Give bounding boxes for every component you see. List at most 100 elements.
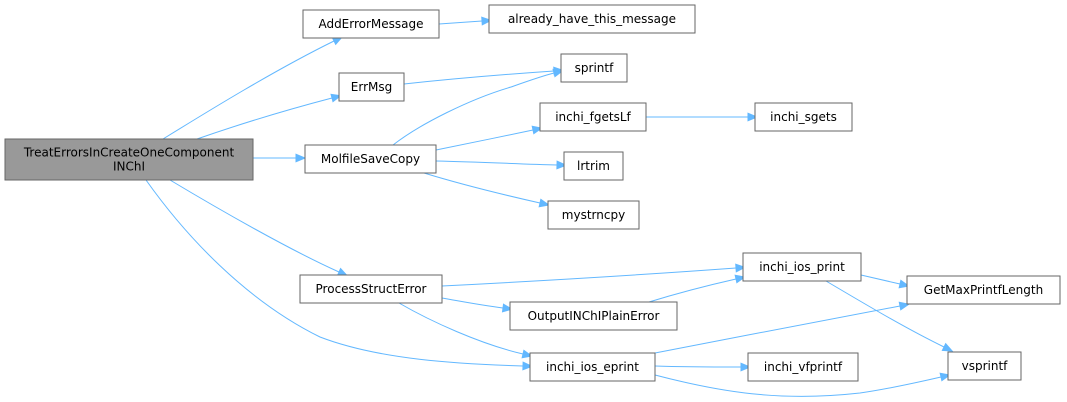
edge-line — [392, 72, 555, 146]
edge-fgets-to-sgets — [646, 112, 759, 122]
node-label: OutputINChIPlainError — [528, 309, 660, 323]
edge-molfile-to-sprintf — [392, 68, 564, 146]
node-box — [529, 352, 656, 382]
node-getmax[interactable]: GetMaxPrintfLength — [906, 275, 1061, 305]
node-molfile[interactable]: MolfileSaveCopy — [304, 144, 437, 174]
arrowhead — [531, 125, 544, 135]
node-label: sprintf — [575, 61, 614, 75]
arrowhead — [735, 263, 747, 273]
node-vfprintf[interactable]: inchi_vfprintf — [747, 352, 859, 382]
edge-root-to-ioseprint — [145, 179, 534, 371]
edge-line — [145, 179, 524, 367]
node-vsprintf[interactable]: vsprintf — [947, 351, 1022, 381]
edge-molfile-to-lrtrim — [435, 160, 568, 170]
arrowhead — [734, 274, 747, 284]
edge-line — [441, 297, 504, 309]
node-box — [488, 4, 696, 34]
node-box — [742, 252, 862, 282]
edge-line — [648, 278, 737, 303]
edge-pse-to-ioseprint — [398, 302, 534, 359]
node-box — [563, 151, 624, 181]
edges-layer — [145, 16, 954, 397]
edge-line — [860, 274, 901, 285]
edge-line — [825, 280, 945, 348]
edge-line — [398, 302, 524, 355]
node-label: MolfileSaveCopy — [321, 152, 420, 166]
node-sprintf[interactable]: sprintf — [560, 53, 628, 83]
edge-root-to-molfile — [253, 153, 307, 163]
edge-iosprint-to-vsprintf — [825, 280, 954, 352]
arrowhead — [330, 93, 342, 103]
edge-pse-to-iosprint — [441, 263, 747, 287]
node-label: INChI — [113, 160, 145, 174]
edge-line — [423, 172, 541, 204]
arrowhead — [481, 16, 493, 26]
arrowhead — [898, 301, 911, 311]
edge-root-to-adderr — [162, 36, 344, 140]
node-ioseprint[interactable]: inchi_ios_eprint — [529, 352, 656, 382]
node-box — [560, 53, 628, 83]
node-pse[interactable]: ProcessStructError — [299, 274, 443, 304]
node-box — [302, 9, 440, 39]
node-box — [304, 144, 437, 174]
edge-molfile-to-mystrn — [423, 172, 551, 208]
node-sgets[interactable]: inchi_sgets — [754, 102, 853, 132]
edge-ioseprint-to-vsprintf — [654, 372, 952, 397]
node-box — [547, 200, 640, 230]
node-label: GetMaxPrintfLength — [924, 283, 1043, 297]
edge-line — [196, 97, 333, 140]
node-box — [906, 275, 1061, 305]
node-label: ProcessStructError — [316, 282, 427, 296]
arrowhead — [740, 362, 752, 372]
node-label: inchi_ios_eprint — [546, 360, 639, 374]
node-label: inchi_sgets — [770, 110, 837, 124]
arrowhead — [295, 153, 307, 163]
node-outplain[interactable]: OutputINChIPlainError — [509, 301, 678, 331]
edge-adderr-to-already — [438, 16, 493, 26]
node-box — [4, 138, 254, 181]
node-box — [754, 102, 853, 132]
node-box — [299, 274, 443, 304]
arrowhead — [556, 160, 568, 170]
arrowhead — [552, 68, 564, 78]
node-adderr[interactable]: AddErrorMessage — [302, 9, 440, 39]
node-label: inchi_ios_print — [759, 260, 845, 274]
node-box — [747, 352, 859, 382]
arrowhead — [521, 349, 534, 359]
arrowhead — [898, 279, 911, 289]
node-mystrn[interactable]: mystrncpy — [547, 200, 640, 230]
node-label: lrtrim — [577, 159, 610, 173]
node-already[interactable]: already_have_this_message — [488, 4, 696, 34]
node-iosprint[interactable]: inchi_ios_print — [742, 252, 862, 282]
edge-root-to-pse — [169, 179, 349, 277]
edge-line — [403, 70, 555, 85]
node-label: already_have_this_message — [508, 12, 676, 26]
edge-line — [162, 40, 335, 140]
arrowhead — [939, 372, 952, 382]
node-fgets[interactable]: inchi_fgetsLf — [539, 102, 647, 132]
node-box — [338, 72, 405, 102]
edge-line — [654, 305, 901, 354]
edge-errmsg-to-sprintf — [403, 66, 565, 85]
node-label: inchi_vfprintf — [764, 360, 843, 374]
edge-line — [441, 267, 737, 287]
edge-line — [654, 365, 742, 368]
node-label: AddErrorMessage — [318, 17, 423, 31]
edge-molfile-to-fgets — [435, 125, 544, 151]
node-label: ErrMsg — [351, 80, 392, 94]
edge-line — [435, 129, 534, 151]
node-box — [509, 301, 678, 331]
edge-pse-to-outplain — [441, 297, 514, 313]
node-label: inchi_fgetsLf — [555, 110, 631, 124]
node-box — [947, 351, 1022, 381]
node-lrtrim[interactable]: lrtrim — [563, 151, 624, 181]
node-label: TreatErrorsInCreateOneComponent — [23, 146, 235, 160]
edge-line — [435, 160, 558, 166]
edge-root-to-errmsg — [196, 93, 342, 140]
arrowhead — [522, 361, 534, 371]
arrowhead — [538, 198, 551, 208]
node-errmsg[interactable]: ErrMsg — [338, 72, 405, 102]
arrowhead — [941, 342, 954, 352]
